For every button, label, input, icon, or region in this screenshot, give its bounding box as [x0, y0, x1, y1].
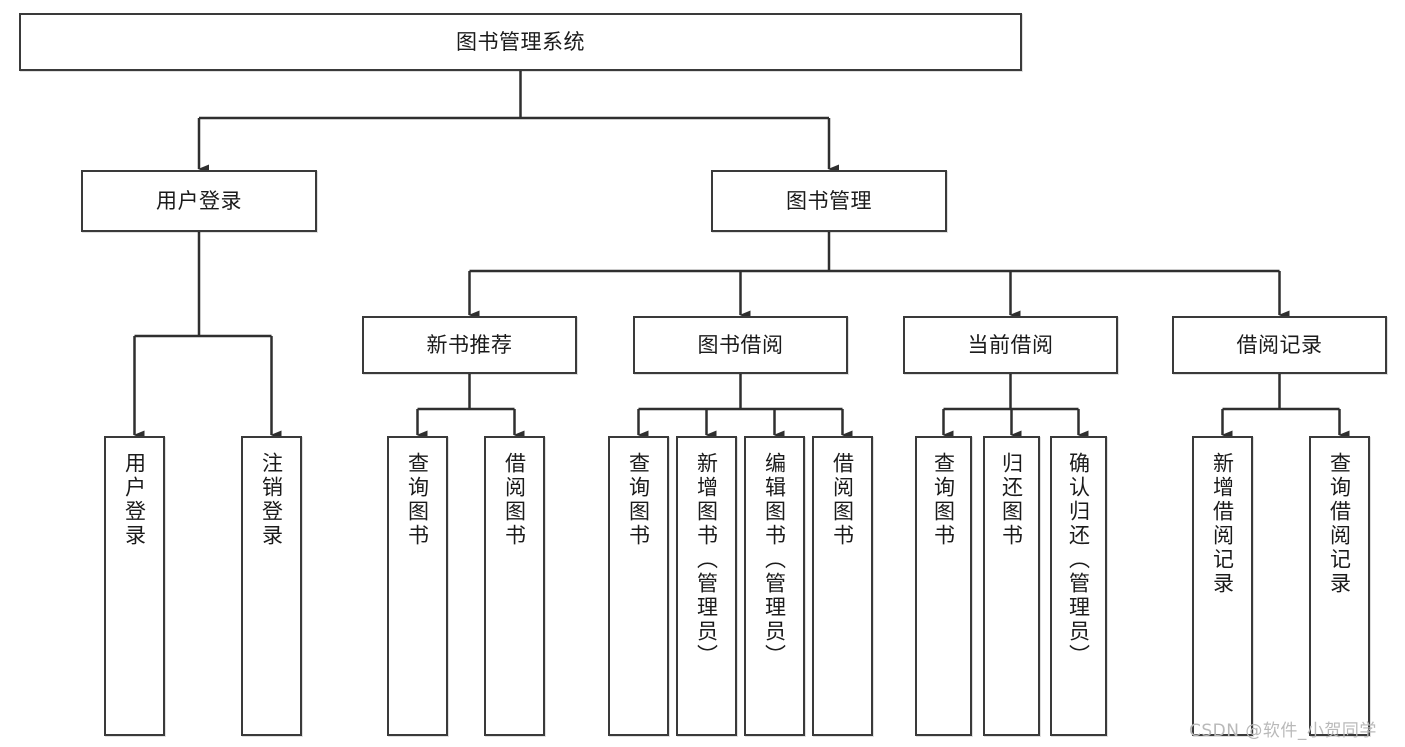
node-leaf-edit-book[interactable]: 编辑图书（管理员） [744, 436, 805, 736]
node-label-leaf-add-rec: 新增借阅记录 [1210, 452, 1235, 596]
node-label-leaf-confirm: 确认归还（管理员） [1066, 452, 1091, 668]
node-label-leaf-query-2: 查询图书 [626, 452, 651, 548]
node-leaf-borrow-1[interactable]: 借阅图书 [484, 436, 545, 736]
node-book-borrow[interactable]: 图书借阅 [633, 316, 848, 374]
node-leaf-query-3[interactable]: 查询图书 [915, 436, 972, 736]
node-leaf-confirm[interactable]: 确认归还（管理员） [1050, 436, 1107, 736]
node-label-leaf-user-login: 用户登录 [122, 452, 147, 548]
node-label-borrow-record: 借阅记录 [1236, 332, 1323, 357]
node-leaf-user-login[interactable]: 用户登录 [104, 436, 165, 736]
node-user-login[interactable]: 用户登录 [81, 170, 317, 232]
node-root[interactable]: 图书管理系统 [19, 13, 1022, 71]
node-leaf-query-rec[interactable]: 查询借阅记录 [1309, 436, 1370, 736]
node-new-book-rec[interactable]: 新书推荐 [362, 316, 577, 374]
node-leaf-return[interactable]: 归还图书 [983, 436, 1040, 736]
watermark: CSDN @软件_小贺同学 [1189, 721, 1377, 741]
node-label-root: 图书管理系统 [456, 29, 585, 54]
node-label-leaf-return: 归还图书 [999, 452, 1024, 548]
node-label-book-borrow: 图书借阅 [697, 332, 784, 357]
node-current-borrow[interactable]: 当前借阅 [903, 316, 1118, 374]
node-label-leaf-logout: 注销登录 [259, 452, 284, 548]
node-label-leaf-borrow-2: 借阅图书 [830, 452, 855, 548]
node-label-new-book-rec: 新书推荐 [426, 332, 513, 357]
node-label-leaf-edit-book: 编辑图书（管理员） [762, 452, 787, 668]
node-label-leaf-query-1: 查询图书 [405, 452, 430, 548]
node-leaf-query-2[interactable]: 查询图书 [608, 436, 669, 736]
node-leaf-logout[interactable]: 注销登录 [241, 436, 302, 736]
node-leaf-borrow-2[interactable]: 借阅图书 [812, 436, 873, 736]
node-label-leaf-query-rec: 查询借阅记录 [1327, 452, 1352, 596]
node-leaf-add-rec[interactable]: 新增借阅记录 [1192, 436, 1253, 736]
node-label-user-login: 用户登录 [156, 188, 242, 213]
node-leaf-query-1[interactable]: 查询图书 [387, 436, 448, 736]
connector-lines [133, 71, 1350, 440]
node-label-leaf-query-3: 查询图书 [931, 452, 956, 548]
node-label-leaf-borrow-1: 借阅图书 [502, 452, 527, 548]
node-label-leaf-add-book: 新增图书（管理员） [694, 452, 719, 668]
node-borrow-record[interactable]: 借阅记录 [1172, 316, 1387, 374]
node-leaf-add-book[interactable]: 新增图书（管理员） [676, 436, 737, 736]
node-label-book-manage: 图书管理 [786, 188, 872, 213]
node-label-current-borrow: 当前借阅 [967, 332, 1054, 357]
node-book-manage[interactable]: 图书管理 [711, 170, 947, 232]
